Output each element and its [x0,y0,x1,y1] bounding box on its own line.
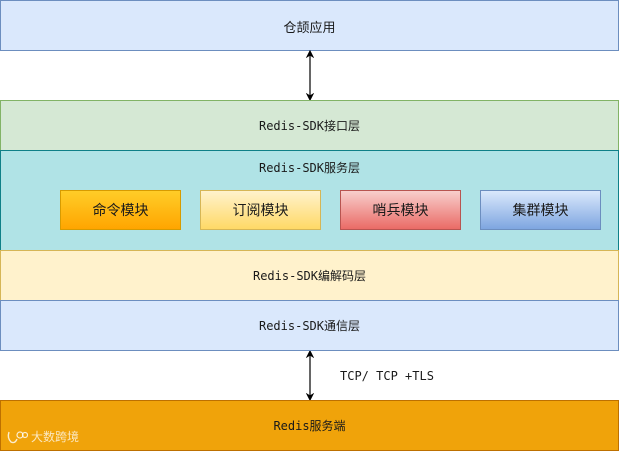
module-command-label: 命令模块 [92,203,149,219]
layer-codec: Redis-SDK编解码层 [0,250,619,301]
module-sentinel: 哨兵模块 [340,190,461,230]
layer-app: 仓颉应用 [0,0,619,51]
layer-codec-label: Redis-SDK编解码层 [252,269,367,283]
watermark-text: 大数跨境 [31,430,80,444]
layer-server-label: Redis服务端 [273,419,346,433]
layer-service-label: Redis-SDK服务层 [258,161,361,175]
module-cluster-label: 集群模块 [512,203,569,219]
layer-comm-label: Redis-SDK通信层 [258,319,361,333]
protocol-label: TCP/ TCP +TLS [340,369,434,383]
layer-comm: Redis-SDK通信层 [0,300,619,351]
module-pubsub: 订阅模块 [200,190,321,230]
module-command: 命令模块 [60,190,181,230]
layer-interface-label: Redis-SDK接口层 [258,119,361,133]
module-cluster: 集群模块 [480,190,601,230]
layer-service: Redis-SDK服务层 命令模块 订阅模块 哨兵模块 集群模块 [0,150,619,251]
layer-server: Redis服务端 [0,400,619,451]
module-sentinel-label: 哨兵模块 [372,203,429,219]
layer-interface: Redis-SDK接口层 [0,100,619,151]
watermark: 大数跨境 [6,428,79,445]
module-pubsub-label: 订阅模块 [232,203,289,219]
watermark-logo-icon [7,430,28,443]
layer-app-label: 仓颉应用 [283,21,336,36]
